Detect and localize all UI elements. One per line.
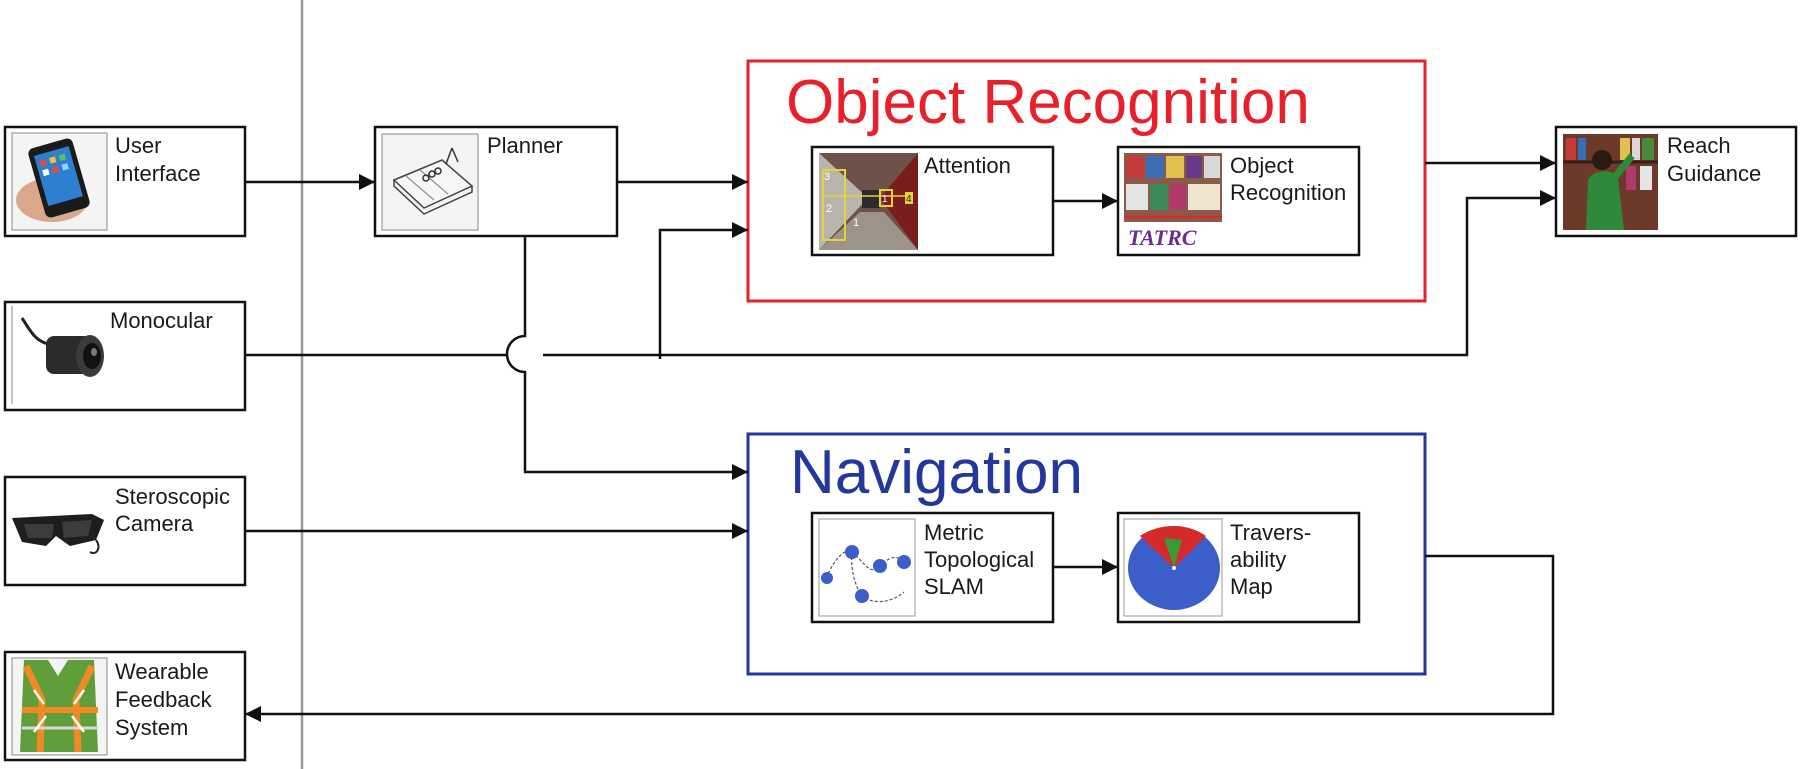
- svg-text:Travers- ability M: Travers- ability Map: [1230, 520, 1317, 599]
- svg-text:Attention: Attention: [924, 153, 1011, 178]
- attention-thumb-label-4: 1: [882, 194, 888, 205]
- traversability-label-line-1: Travers-: [1230, 520, 1311, 545]
- traversability-label-line-3: Map: [1230, 574, 1273, 599]
- node-object-recognition: TATRC Object Recognition: [1116, 145, 1361, 257]
- traversability-map-icon: [1123, 518, 1223, 617]
- tatrc-logo-text: TATRC: [1128, 225, 1197, 250]
- slam-node: [821, 572, 833, 584]
- monocular-label: Monocular: [110, 308, 213, 333]
- traversability-label-line-2: ability: [1230, 547, 1286, 572]
- slam-node: [855, 589, 869, 603]
- slam-label-line-2: Topological: [924, 547, 1034, 572]
- svg-text:Planner: Planner: [487, 133, 563, 158]
- user-interface-label-line-1: User: [115, 133, 161, 158]
- node-attention: 3 2 1 1 4 Attention: [810, 145, 1055, 257]
- slam-node: [845, 545, 859, 559]
- wearable-feedback-label-line-1: Wearable: [115, 659, 209, 684]
- node-reach-guidance: Reach Guidance: [1554, 125, 1798, 238]
- topological-graph-icon: [818, 518, 916, 617]
- object-recognition-label-line-2: Recognition: [1230, 180, 1346, 205]
- planner-label: Planner: [487, 133, 563, 158]
- node-stereoscopic-camera: Steroscopic Camera: [3, 475, 247, 587]
- svg-text:Wearable Feedback: Wearable Feedback System: [115, 659, 218, 740]
- reach-guidance-label-line-2: Guidance: [1667, 161, 1761, 186]
- svg-text:Steroscopic Camera: Steroscopic Camera: [115, 484, 236, 536]
- connector-navigation-to-wearable-feedback: [245, 554, 1555, 722]
- attention-thumb-label-3: 1: [853, 217, 859, 229]
- node-metric-topological-slam: Metric Topological SLAM: [810, 511, 1055, 624]
- slam-label-line-1: Metric: [924, 520, 984, 545]
- wearable-feedback-label-line-3: System: [115, 715, 188, 740]
- slam-label-line-3: SLAM: [924, 574, 984, 599]
- reach-guidance-label-line-1: Reach: [1667, 133, 1731, 158]
- object-recognition-group-title: Object Recognition: [786, 68, 1310, 137]
- navigation-group-title: Navigation: [790, 438, 1083, 507]
- attention-label: Attention: [924, 153, 1011, 178]
- attention-thumb-label-2: 2: [826, 203, 832, 215]
- svg-text:User Interface: User Interface: [115, 133, 201, 186]
- smartphone-icon: [11, 132, 108, 231]
- vest-icon: [11, 657, 108, 756]
- svg-text:Monocular: Monocular: [110, 308, 213, 333]
- stereoscopic-camera-label-line-2: Camera: [115, 511, 194, 536]
- attention-thumb-label-5: 4: [906, 194, 912, 205]
- user-interface-label-line-2: Interface: [115, 161, 201, 186]
- node-wearable-feedback-system: Wearable Feedback System: [3, 650, 247, 762]
- node-monocular: Monocular: [3, 300, 247, 412]
- object-recognition-label-line-1: Object: [1230, 153, 1294, 178]
- node-user-interface: User Interface: [3, 125, 247, 238]
- attention-thumbnail-icon: 3 2 1 1 4: [819, 153, 918, 250]
- wearable-feedback-label-line-2: Feedback: [115, 687, 213, 712]
- connector-planner-to-navigation: [505, 237, 748, 480]
- slam-node: [897, 555, 911, 569]
- node-traversability-map: Travers- ability Map: [1116, 511, 1361, 624]
- stereoscopic-camera-label-line-1: Steroscopic: [115, 484, 230, 509]
- svg-text:Metric Topological: Metric Topological SLAM: [924, 520, 1040, 599]
- node-planner: Planner: [373, 125, 619, 238]
- connector-monocular-to-reach-guidance: [245, 198, 1556, 357]
- bookshelf-photo-icon: [1563, 134, 1658, 230]
- video-glasses-icon: [12, 514, 104, 554]
- connector-monocular-to-object-recognition: [658, 222, 748, 359]
- bookstore-shelf-icon: TATRC: [1124, 153, 1222, 250]
- calendar-planner-icon: [381, 133, 479, 231]
- svg-text:Reach Guidance: Reach Guidance: [1667, 133, 1761, 186]
- attention-thumb-label-1: 3: [824, 171, 830, 183]
- svg-text:Object Recognition: Object Recognition: [1230, 153, 1346, 205]
- navigation-group-frame: [746, 432, 1427, 676]
- slam-node: [873, 559, 887, 573]
- camera-icon: [11, 306, 104, 404]
